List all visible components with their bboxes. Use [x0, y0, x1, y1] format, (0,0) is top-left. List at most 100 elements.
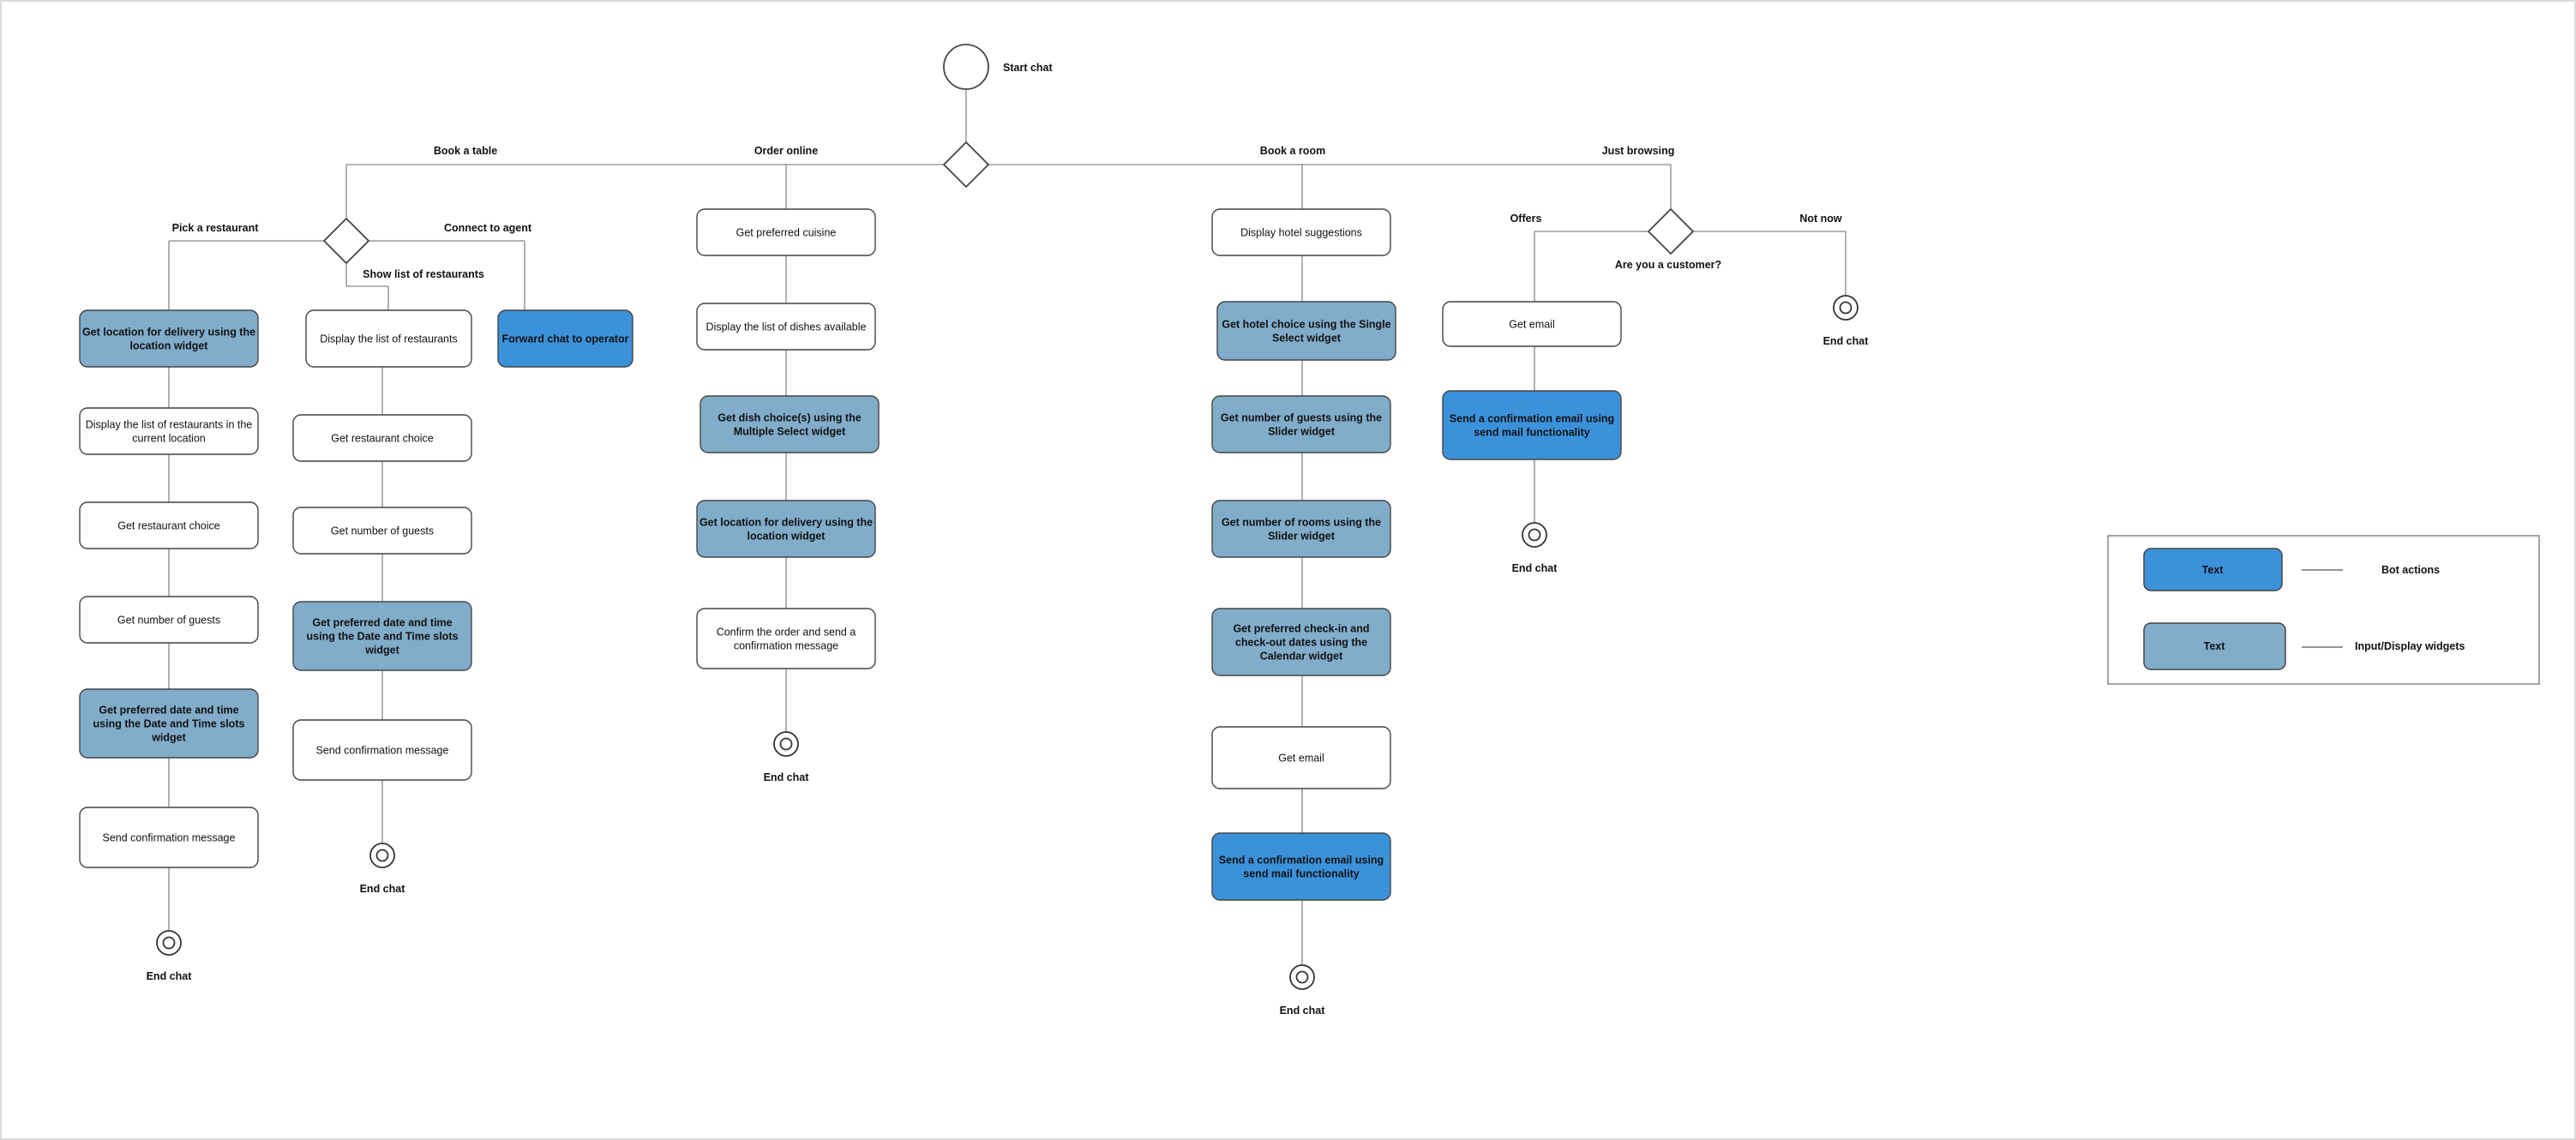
node-label-line: send mail functionality: [1474, 427, 1589, 439]
legend-bot-label: Bot actions: [2381, 564, 2440, 576]
node-label-line: Multiple Select widget: [734, 426, 846, 438]
legend: Text Bot actions Text Input/Display widg…: [2107, 535, 2540, 685]
customer-decision-diamond: [1647, 207, 1695, 255]
end-node-not-now: End chat: [1823, 295, 1870, 347]
node-show-date: Get preferred date and time using the Dat…: [292, 601, 472, 671]
node-label-line: Display the list of dishes available: [706, 321, 867, 333]
node-show-display: Display the list of restaurants: [305, 309, 472, 368]
book-table-decision-diamond: [322, 217, 370, 265]
node-label-line: Display the list of restaurants in the: [86, 419, 253, 431]
node-label-line: Send confirmation message: [103, 832, 236, 844]
end-label: End chat: [1280, 1005, 1326, 1017]
label-book-room: Book a room: [1260, 145, 1325, 157]
legend-bot-swatch: [2143, 548, 2283, 591]
node-room-hotels: Display hotel suggestions: [1211, 208, 1391, 256]
main-decision-diamond: [942, 141, 990, 189]
node-label-line: Calendar widget: [1260, 651, 1343, 663]
node-label-line: Get email: [1509, 319, 1555, 331]
node-show-choice: Get restaurant choice: [292, 414, 472, 462]
node-label-line: Get preferred date and time: [99, 705, 238, 717]
node-offers-send: Send a confirmation email using send mail…: [1442, 390, 1622, 460]
node-label-line: using the Date and Time slots: [93, 718, 245, 730]
legend-widget-label: Input/Display widgets: [2355, 640, 2465, 652]
node-label-line: Confirm the order and send a: [717, 627, 856, 639]
node-label-line: send mail functionality: [1243, 868, 1359, 880]
node-label-line: Get hotel choice using the Single: [1222, 319, 1390, 331]
node-pick-choice: Get restaurant choice: [79, 501, 259, 549]
node-order-dishes: Display the list of dishes available: [696, 303, 876, 351]
node-show-guests: Get number of guests: [292, 507, 472, 555]
node-agent-forward: Forward chat to operator: [497, 309, 633, 368]
end-node-show: End chat: [360, 843, 406, 895]
node-pick-location: Get location for delivery using thelocat…: [79, 309, 259, 368]
node-order-cuisine: Get preferred cuisine: [696, 208, 876, 256]
label-connect-agent: Connect to agent: [444, 222, 532, 234]
node-order-location: Get location for delivery using the locat…: [696, 500, 876, 558]
label-not-now: Not now: [1799, 213, 1842, 225]
end-label: End chat: [1512, 562, 1558, 574]
label-book-table: Book a table: [434, 145, 497, 157]
node-label-line: Get preferred cuisine: [736, 227, 837, 239]
end-label: End chat: [1823, 335, 1870, 347]
node-label-line: location widget: [130, 340, 209, 352]
node-label-line: Slider widget: [1268, 426, 1336, 438]
node-label-line: Select widget: [1272, 333, 1342, 345]
node-label-line: Get dish choice(s) using the: [718, 412, 861, 424]
node-label-line: Display the list of restaurants: [320, 333, 458, 345]
node-pick-list: Display the list of restaurants in the cu…: [79, 407, 259, 455]
label-pick-restaurant: Pick a restaurant: [172, 222, 260, 234]
node-label-line: Send a confirmation email using: [1450, 413, 1614, 425]
node-label-line: Display hotel suggestions: [1240, 227, 1362, 239]
legend-bot-sample: Text: [2202, 564, 2225, 576]
node-label-line: current location: [132, 433, 206, 445]
end-nodes: End chat End chat End chat End chat End …: [147, 295, 1870, 1017]
end-node-pick: End chat: [147, 930, 193, 982]
node-label-line: widget: [151, 732, 186, 744]
node-label-line: location widget: [748, 531, 826, 543]
node-label-line: Get email: [1278, 753, 1324, 765]
node-label-line: Get number of guests: [331, 525, 434, 537]
node-label-line: Get number of rooms using the: [1222, 517, 1381, 529]
label-show-list: Show list of restaurants: [363, 268, 484, 280]
legend-widget-swatch: [2143, 622, 2286, 670]
node-label-line: Get location for delivery using the: [82, 327, 255, 339]
node-label-line: Send a confirmation email using: [1219, 855, 1384, 867]
node-label-line: Get location for delivery using the: [700, 517, 873, 529]
node-label-line: Forward chat to operator: [502, 333, 629, 345]
legend-widget-sample: Text: [2204, 640, 2226, 652]
end-node-room: End chat: [1280, 964, 1326, 1017]
label-order-online: Order online: [754, 145, 818, 157]
node-label-line: Slider widget: [1268, 531, 1336, 543]
node-label-line: Get preferred date and time: [312, 617, 452, 629]
label-just-browsing: Just browsing: [1602, 145, 1675, 157]
end-label: End chat: [360, 883, 406, 895]
connectors: [168, 89, 1846, 965]
node-room-choice: Get hotel choice using the SingleSelect …: [1216, 301, 1396, 361]
end-node-order: End chat: [764, 731, 809, 783]
label-are-you-customer: Are you a customer?: [1615, 259, 1721, 271]
node-label-line: using the Date and Time slots: [307, 631, 459, 643]
start-label: Start chat: [1003, 62, 1053, 74]
node-room-email: Get email: [1211, 726, 1391, 789]
node-label-line: check-out dates using the: [1235, 637, 1367, 649]
process-boxes: Get location for delivery using thelocat…: [79, 208, 1622, 901]
node-label-line: widget: [364, 645, 399, 657]
node-label-line: Get number of guests: [117, 615, 220, 627]
start-node: [943, 44, 989, 90]
node-pick-confirm: Send confirmation message: [79, 807, 259, 868]
node-offers-email: Get email: [1442, 301, 1622, 347]
node-order-confirm: Confirm the order and send aconfirmation…: [696, 608, 876, 669]
node-show-confirm: Send confirmation message: [292, 719, 472, 781]
label-offers: Offers: [1510, 213, 1542, 225]
node-label-line: Get restaurant choice: [331, 433, 434, 445]
end-label: End chat: [147, 970, 193, 982]
node-label-line: Get restaurant choice: [117, 520, 220, 532]
